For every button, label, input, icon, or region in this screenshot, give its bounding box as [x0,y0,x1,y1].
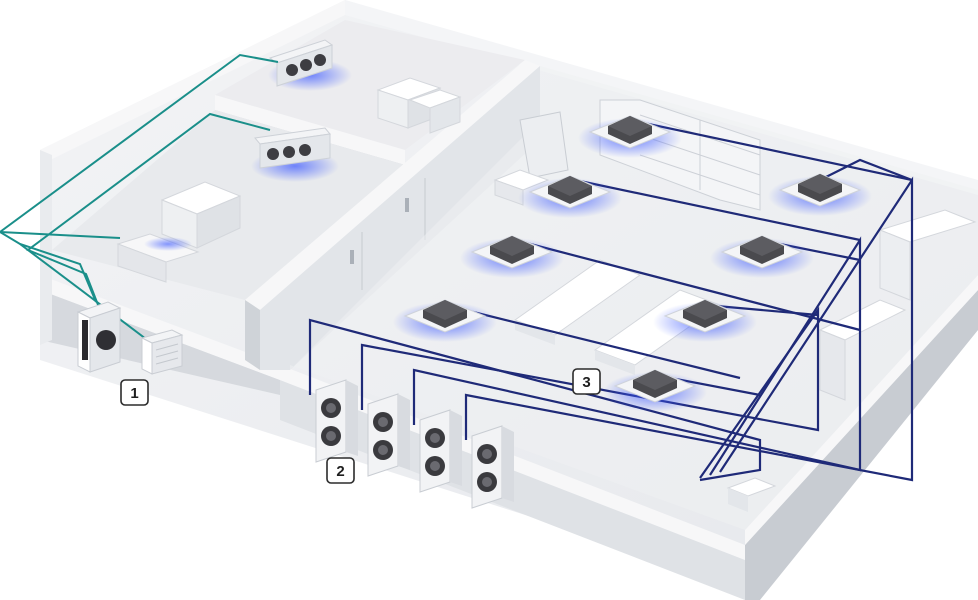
left-wall [40,150,52,345]
door-handle [350,250,354,264]
callout-label: 3 [582,374,590,391]
back-wall-left [40,0,345,165]
bench [726,477,777,512]
unit-cooler-icon [251,127,339,182]
counter-block [116,233,200,283]
door-handle [405,198,409,212]
display-counters [818,209,977,401]
wall-condenser-icon [140,329,184,375]
refrigeration-pipe [0,53,279,343]
condensing-unit-icon [76,301,122,373]
callout-label: 1 [130,385,138,402]
storage-crates-front [160,181,242,249]
callout-3: 3 [572,368,601,395]
unit-cooler-icon [268,39,352,91]
partition-wall [245,60,540,310]
storage-crates-back [376,77,462,134]
right-wall [745,290,978,600]
callout-label: 2 [336,463,344,480]
callout-2: 2 [326,457,355,484]
callout-1: 1 [120,379,149,406]
